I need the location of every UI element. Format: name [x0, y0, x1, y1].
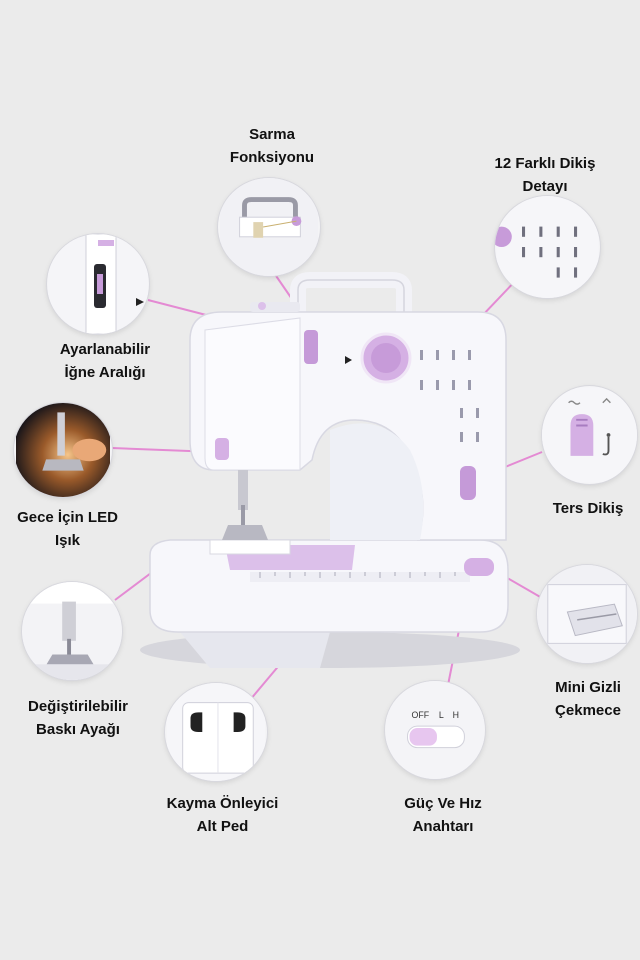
label-winding: Sarma Fonksiyonu — [229, 126, 315, 166]
label-drawer: Mini Gizli Çekmece — [555, 679, 621, 719]
switch-label-low: L — [439, 710, 444, 720]
bubble-reverse — [542, 386, 637, 484]
label-stitches: 12 Farklı Dikiş Detayı — [494, 155, 596, 195]
switch-label-high: H — [453, 710, 459, 720]
bubble-winding — [218, 178, 320, 276]
bubble-needle — [47, 234, 149, 334]
bubble-pad — [165, 683, 267, 781]
label-pad: Kayma Önleyici Alt Ped — [166, 795, 279, 835]
label-reverse: Ters Dikiş — [552, 500, 624, 517]
label-switch: Güç Ve Hız Anahtarı — [404, 795, 482, 835]
bubble-foot — [22, 582, 122, 680]
switch-label-off: OFF — [411, 710, 429, 720]
label-led: Gece İçin LED Işık — [17, 509, 118, 549]
bubble-led — [14, 403, 112, 497]
label-needle: Ayarlanabilir İğne Aralığı — [59, 341, 151, 381]
label-foot: Değiştirilebilir Baskı Ayağı — [27, 698, 129, 738]
bubble-switch: OFF L H — [385, 681, 485, 779]
bubble-drawer — [537, 565, 637, 663]
bubble-stitches — [495, 196, 600, 298]
